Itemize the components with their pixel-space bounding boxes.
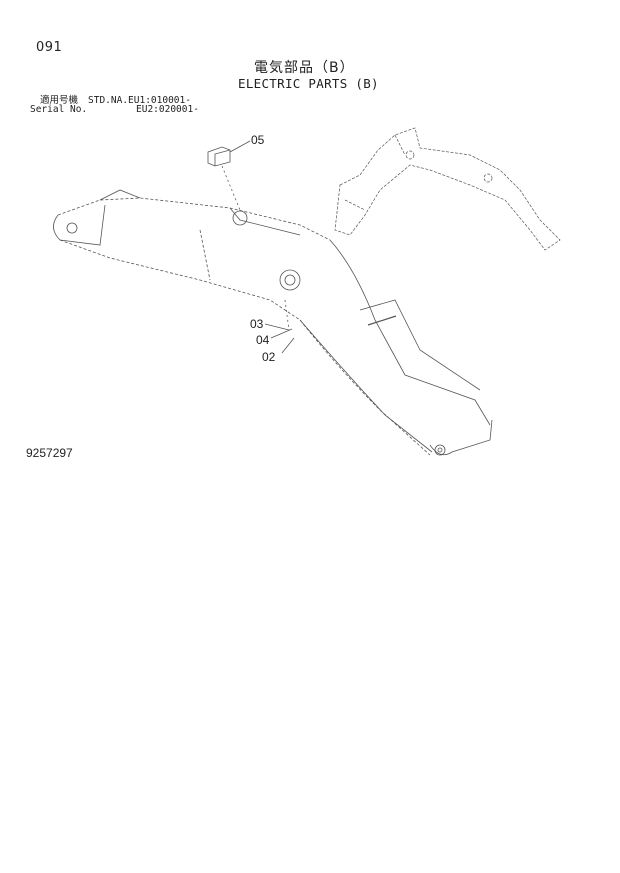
callout-04: 04 [256, 333, 270, 347]
serial-label-japanese: 適用号機 [40, 95, 79, 106]
serial-range-1: STD.NA.EU1:010001- [88, 95, 191, 106]
serial-label-english: Serial No. [30, 104, 88, 115]
callout-05: 05 [251, 133, 265, 147]
drawing-number: 9257297 [26, 446, 73, 460]
page-number: 091 [36, 40, 63, 55]
serial-range-2: EU2:020001- [136, 104, 199, 115]
callout-02: 02 [262, 350, 276, 364]
page-title-english: ELECTRIC PARTS (B) [238, 76, 379, 91]
callout-03: 03 [250, 317, 264, 331]
page-title-japanese: 電気部品（B） [254, 60, 355, 76]
